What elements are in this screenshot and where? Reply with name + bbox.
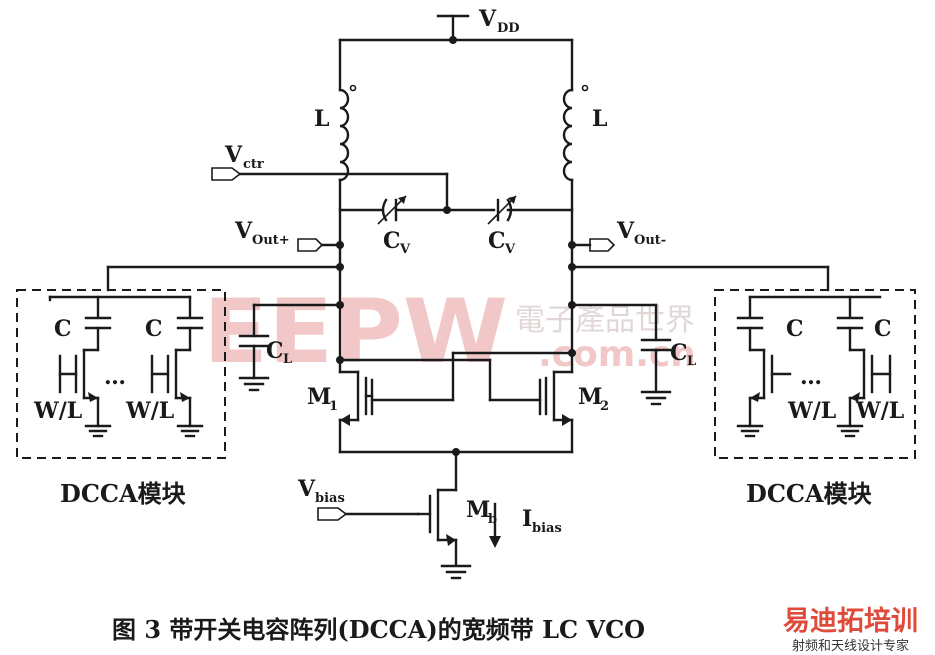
- mb-label: M: [466, 497, 490, 523]
- watermark-main: EEPW: [203, 280, 508, 383]
- dcca-right-label: DCCA模块: [746, 479, 872, 508]
- m2-sub: 2: [600, 399, 609, 414]
- dcca-block-right: C C … W/L W/L: [714, 289, 916, 459]
- cl-right-label: C: [670, 340, 688, 366]
- inductor-left-label: L: [314, 106, 329, 132]
- vout-pos-sub: Out+: [252, 233, 290, 248]
- logo-title: 易迪拓培训: [783, 606, 918, 637]
- vbias-sub: bias: [315, 491, 345, 506]
- vctr-terminal: V ctr: [211, 142, 451, 214]
- vout-neg-sub: Out-: [634, 233, 666, 248]
- dcca-left-c2: C: [145, 316, 163, 342]
- varactor-left: C V: [377, 195, 411, 257]
- site-logo: 易迪拓培训 射频和天线设计专家: [783, 606, 918, 654]
- watermark-chinese: 電子產品世界: [515, 303, 695, 338]
- ibias-label: I: [522, 506, 532, 532]
- varactor-right: C V: [487, 195, 517, 257]
- logo-subtitle: 射频和天线设计专家: [792, 638, 909, 654]
- transistor-mb: M b: [416, 488, 497, 580]
- vbias-terminal: V bias: [297, 476, 420, 521]
- load-capacitor-right: C L: [568, 301, 696, 406]
- ibias-arrow: I bias: [489, 502, 562, 548]
- vbias-label: V: [297, 476, 316, 502]
- vout-pos-label: V: [234, 218, 253, 244]
- inductor-right: L: [562, 84, 607, 182]
- vout-pos-terminal: V Out+: [234, 218, 344, 252]
- dcca-right-c1: C: [786, 316, 804, 342]
- dcca-right-dots: …: [800, 364, 822, 390]
- cv-left-label: C: [383, 228, 401, 254]
- inductor-right-label: L: [592, 106, 607, 132]
- cl-right-sub: L: [687, 354, 696, 369]
- m1-sub: 1: [329, 399, 338, 414]
- ibias-sub: bias: [532, 521, 562, 536]
- vctr-sub: ctr: [243, 157, 264, 172]
- vdd-label: V: [478, 6, 497, 32]
- figure-caption: 图 3 带开关电容阵列(DCCA)的宽频带 LC VCO: [112, 615, 645, 644]
- load-capacitor-left: C L: [238, 301, 344, 392]
- m2-label: M: [578, 384, 602, 410]
- cl-left-label: C: [266, 338, 284, 364]
- mb-sub: b: [488, 512, 497, 527]
- vdd-terminal: V DD: [436, 6, 520, 44]
- dcca-left-c1: C: [54, 316, 72, 342]
- dcca-right-c2: C: [874, 316, 892, 342]
- vout-neg-terminal: V Out-: [568, 218, 666, 252]
- transistor-m1: M 1: [307, 360, 374, 454]
- vctr-label: V: [224, 142, 243, 168]
- dcca-block-left: C C … W/L W/L: [16, 289, 226, 459]
- m1-label: M: [307, 384, 331, 410]
- cv-right-sub: V: [504, 242, 516, 257]
- cv-right-label: C: [488, 228, 506, 254]
- vdd-sub: DD: [497, 21, 520, 36]
- dcca-left-dots: …: [104, 364, 126, 390]
- transistor-m2: M 2: [538, 353, 609, 454]
- inductor-left: L: [314, 84, 357, 182]
- eepw-watermark: EEPW 電子產品世界 .com.cn: [203, 280, 696, 383]
- dcca-left-label: DCCA模块: [60, 479, 186, 508]
- cl-left-sub: L: [283, 352, 292, 367]
- dcca-right-wl2: W/L: [855, 398, 904, 424]
- cv-left-sub: V: [399, 242, 411, 257]
- dcca-right-wl1: W/L: [787, 398, 836, 424]
- dcca-left-wl2: W/L: [125, 398, 174, 424]
- vout-neg-label: V: [616, 218, 635, 244]
- dcca-left-wl1: W/L: [33, 398, 82, 424]
